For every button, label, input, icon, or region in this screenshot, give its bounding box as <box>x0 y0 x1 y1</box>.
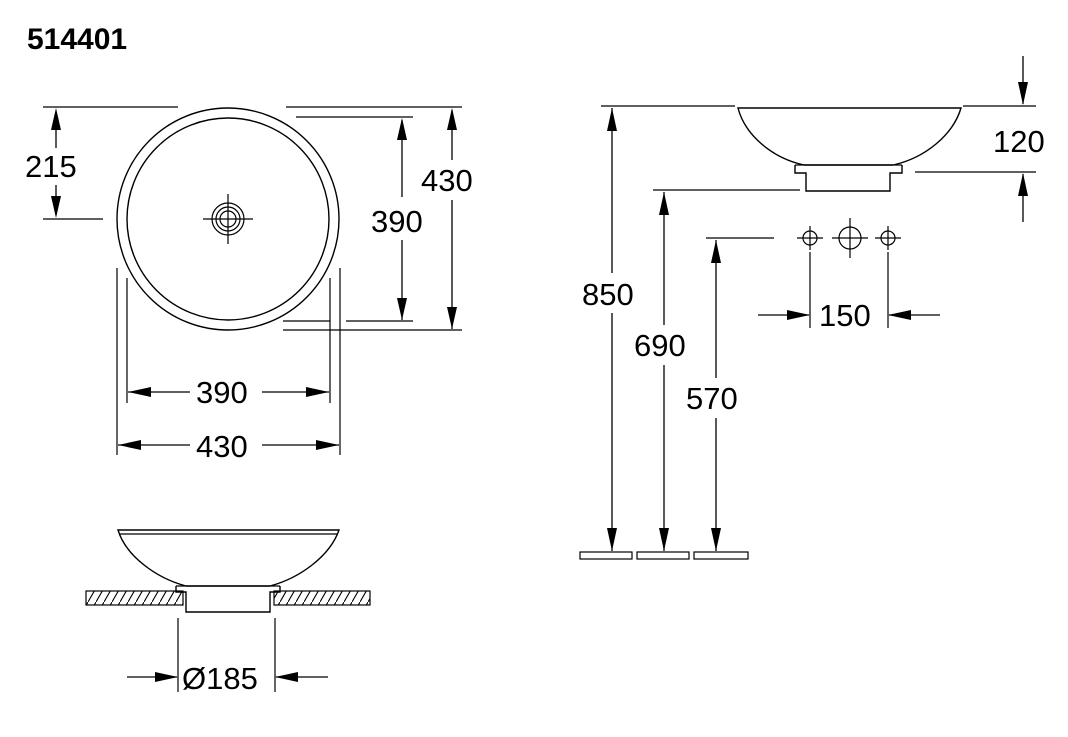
drain-icon <box>203 194 253 244</box>
dimension-drain-diameter-label: Ø185 <box>182 661 258 696</box>
dimension-850-label: 850 <box>582 277 634 312</box>
tap-holes-icon <box>797 218 901 258</box>
dimension-390-vertical: 390 <box>371 118 423 320</box>
top-view: 215 390 430 390 <box>25 106 473 464</box>
floor-line <box>579 551 749 560</box>
basin-outer-rim <box>116 107 340 331</box>
dimension-570: 570 <box>686 240 738 551</box>
dimension-570-label: 570 <box>686 381 738 416</box>
dimension-drain-diameter: Ø185 <box>127 661 328 696</box>
dimension-850: 850 <box>582 108 634 551</box>
countertop-left <box>85 590 184 606</box>
dimension-430-horizontal: 430 <box>118 429 339 464</box>
section-view: Ø185 <box>85 529 371 696</box>
dimension-690: 690 <box>634 192 686 551</box>
basin-inner-rim <box>126 117 330 321</box>
product-number: 514401 <box>27 23 127 56</box>
dimension-430-horizontal-label: 430 <box>196 429 248 464</box>
dimension-390-horizontal-label: 390 <box>196 375 248 410</box>
dimension-150: 150 <box>758 298 940 333</box>
basin-profile <box>117 529 340 587</box>
dimension-430-vertical: 430 <box>421 108 473 329</box>
dimension-150-label: 150 <box>819 298 871 333</box>
dimension-390-vertical-label: 390 <box>371 204 423 239</box>
dimension-215-label: 215 <box>25 149 77 184</box>
side-view: 120 150 850 <box>579 56 1045 560</box>
dimension-690-label: 690 <box>634 328 686 363</box>
countertop-right <box>273 590 371 606</box>
dimension-215: 215 <box>25 108 77 218</box>
dimension-120-label: 120 <box>993 124 1045 159</box>
basin-side-profile <box>737 107 962 166</box>
dimension-120: 120 <box>993 56 1045 222</box>
dimension-430-vertical-label: 430 <box>421 163 473 198</box>
dimension-390-horizontal: 390 <box>128 375 329 410</box>
